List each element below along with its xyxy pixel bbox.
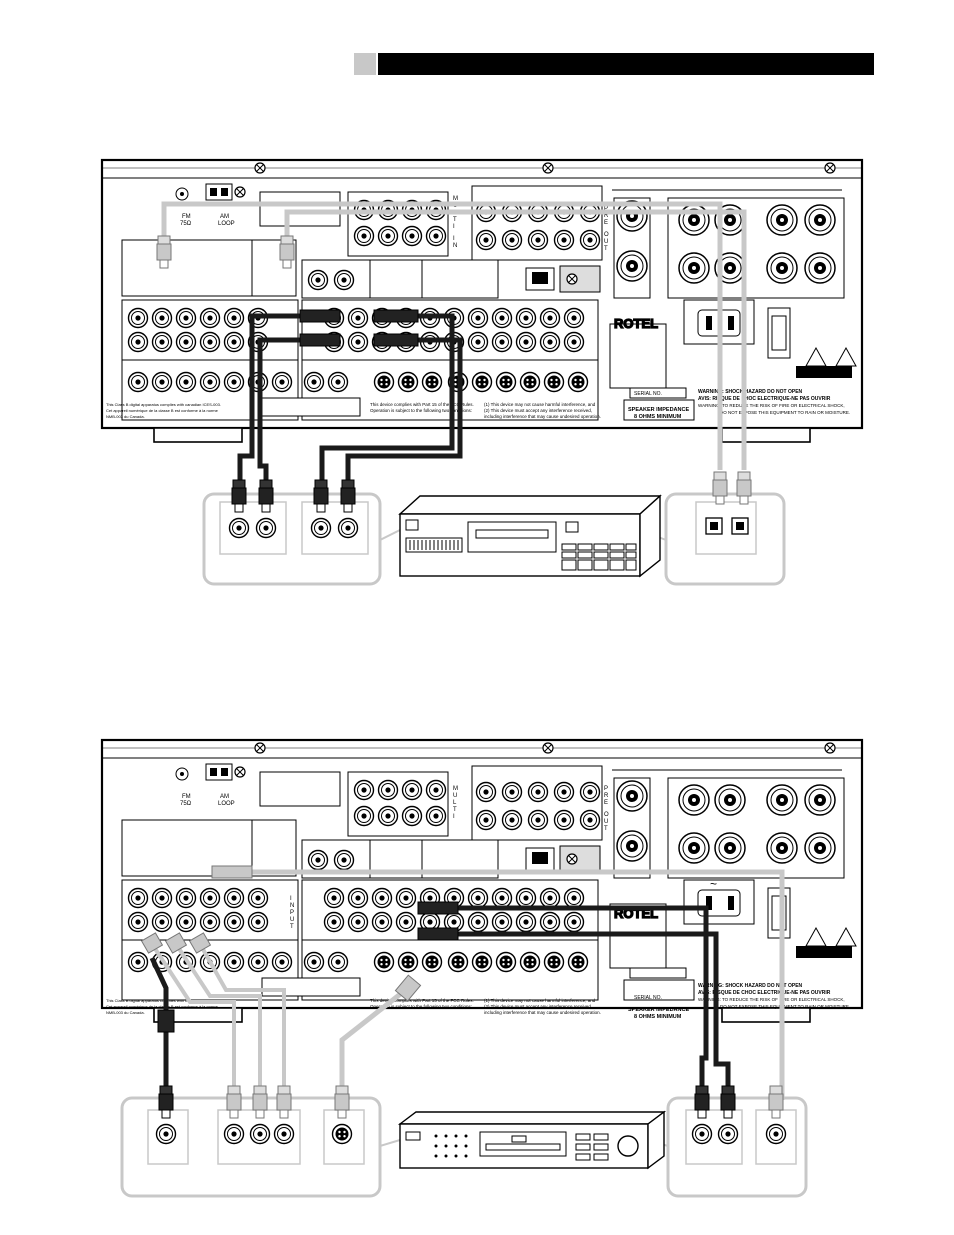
svg-text:I: I: [453, 814, 455, 820]
svg-text:P: P: [290, 910, 294, 916]
class-b-line1-2: This Class B digital apparatus complies …: [106, 998, 221, 1003]
header-black-bar: [378, 53, 874, 75]
am-label: AM: [220, 214, 229, 220]
am-label-2: AM: [220, 794, 229, 800]
svg-text:O: O: [604, 812, 609, 818]
fcc-line2: Operation is subject to the following tw…: [370, 408, 472, 413]
top-plugs: [156, 235, 752, 513]
fcc-line1-2: This device complies with Part 15 of the…: [370, 998, 474, 1003]
impedance-line1-2: SPEAKER IMPEDANCE: [628, 1007, 689, 1013]
svg-text:U: U: [604, 239, 608, 245]
warning-line1-2: WARNING: SHOCK HAZARD DO NOT OPEN: [698, 983, 803, 989]
bottom-cables: [149, 869, 785, 1100]
header-tab: [354, 53, 376, 75]
pre-out-letters: P R E O U T: [604, 206, 609, 252]
svg-text:U: U: [453, 793, 457, 799]
serial-label-2: SERIAL NO.: [634, 995, 662, 1001]
serial-label: SERIAL NO.: [634, 391, 662, 397]
cond-line2-2: (2) This device must accept any interfer…: [484, 1004, 592, 1009]
svg-text:T: T: [453, 807, 457, 813]
warning-line3-2: WARNING: TO REDUCE THE RISK OF FIRE OR E…: [698, 997, 845, 1002]
bottom-dvd-player-component: [379, 1110, 669, 1170]
impedance-line2: 8 OHMS MINIMUM: [634, 414, 682, 420]
class-b-line3: NMB-003 du Canada.: [106, 414, 145, 419]
top-cd-recorder-component: [379, 494, 667, 578]
multi-input-letters-2: M U L T I: [453, 786, 458, 820]
svg-text:O: O: [604, 232, 609, 238]
impedance-line1: SPEAKER IMPEDANCE: [628, 407, 689, 413]
input-letters: I N P U T: [290, 896, 294, 930]
top-device-jack-boxes: [202, 492, 786, 586]
fm-ohm-label: 75Ω: [180, 221, 192, 227]
svg-text:E: E: [604, 220, 608, 226]
class-b-line3-2: NMB-003 du Canada.: [106, 1010, 145, 1015]
fcc-line2-2: Operation is subject to the following tw…: [370, 1004, 472, 1009]
warning-line4-2: DO NOT EXPOSE THIS EQUIPMENT TO RAIN OR …: [720, 1004, 850, 1009]
class-b-line2-2: Cet appareil numérique de la classe B es…: [106, 1004, 219, 1009]
am-loop-label: LOOP: [218, 221, 235, 227]
fm-label-2: FM: [182, 794, 191, 800]
bottom-plugs: [140, 865, 784, 1119]
svg-text:P: P: [604, 206, 608, 212]
ac-symbol: ~: [710, 877, 717, 891]
svg-text:P: P: [604, 786, 608, 792]
svg-text:T: T: [290, 924, 294, 930]
bottom-receiver-rear-panel: FM 75Ω AM LOOP M U L T I P R E O U T I N…: [102, 740, 862, 1022]
pre-out-letters-2: P R E O U T: [604, 786, 609, 832]
section-header-bar: [354, 53, 874, 75]
cond-line1: (1) This device may not cause harmful in…: [484, 402, 596, 407]
svg-text:R: R: [604, 793, 609, 799]
warning-line4: DO NOT EXPOSE THIS EQUIPMENT TO RAIN OR …: [720, 410, 850, 415]
cond-line2: (2) This device must accept any interfer…: [484, 408, 592, 413]
svg-text:R: R: [604, 213, 609, 219]
warning-line2: AVIS: RISQUE DE CHOC ELECTRIQUE-NE PAS O…: [698, 396, 831, 402]
svg-text:T: T: [604, 826, 608, 832]
svg-text:L: L: [453, 800, 457, 806]
svg-text:U: U: [290, 917, 294, 923]
svg-text:I: I: [453, 236, 455, 242]
impedance-line2-2: 8 OHMS MINIMUM: [634, 1014, 682, 1020]
cond-line3-2: including interference that may cause un…: [484, 1010, 601, 1015]
svg-text:T: T: [604, 246, 608, 252]
fm-label: FM: [182, 214, 191, 220]
warning-line3: WARNING: TO REDUCE THE RISK OF FIRE OR E…: [698, 403, 845, 408]
class-b-line2: Cet appareil numérique de la classe B es…: [106, 408, 219, 413]
fm-ohm-label-2: 75Ω: [180, 801, 192, 807]
svg-text:M: M: [453, 196, 458, 202]
cond-line1-2: (1) This device may not cause harmful in…: [484, 998, 596, 1003]
svg-text:T: T: [453, 217, 457, 223]
class-b-line1: This Class B digital apparatus complies …: [106, 402, 221, 407]
svg-text:N: N: [453, 243, 457, 249]
am-loop-label-2: LOOP: [218, 801, 235, 807]
svg-text:U: U: [604, 819, 608, 825]
svg-text:M: M: [453, 786, 458, 792]
svg-text:I: I: [453, 224, 455, 230]
fcc-line1: This device complies with Part 15 of the…: [370, 402, 474, 407]
warning-line1: WARNING: SHOCK HAZARD DO NOT OPEN: [698, 389, 803, 395]
svg-text:I: I: [290, 896, 292, 902]
warning-line2-2: AVIS: RISQUE DE CHOC ELECTRIQUE-NE PAS O…: [698, 990, 831, 996]
cond-line3: including interference that may cause un…: [484, 414, 601, 419]
top-cables: [161, 201, 747, 480]
brand-logo: ROTEL: [614, 316, 658, 331]
svg-text:N: N: [290, 903, 294, 909]
svg-text:E: E: [604, 800, 608, 806]
